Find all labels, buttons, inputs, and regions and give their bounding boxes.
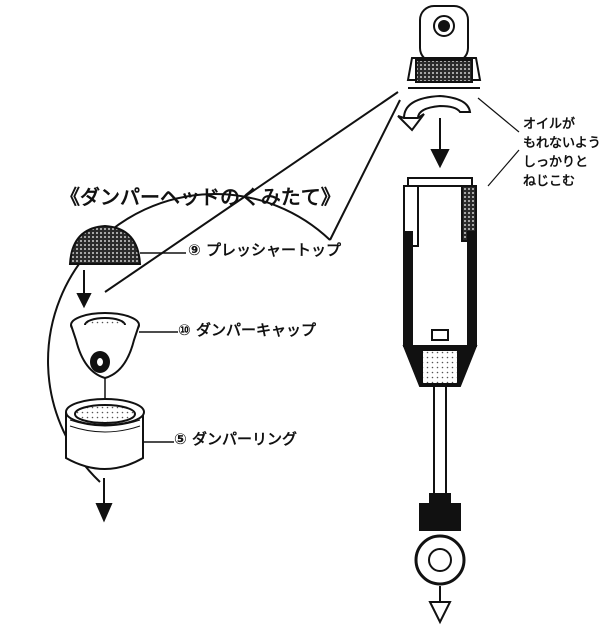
part-label-pressure-top: ⑨ プレッシャートップ <box>188 243 341 258</box>
note-line: しっかりと <box>523 155 589 170</box>
part-number: ⑤ <box>174 430 187 448</box>
screw-rotation-arrow <box>397 94 472 132</box>
shock-body <box>402 177 478 387</box>
part-label-damper-ring: ⑤ ダンパーリング <box>174 432 297 447</box>
note-leader-lines <box>477 97 520 187</box>
pressure-top-detail <box>68 224 186 265</box>
part-label-damper-cap: ⑩ ダンパーキャップ <box>178 323 316 338</box>
instruction-note: オイルが もれないよう しっかりと ねじこむ <box>523 115 601 191</box>
detail-arrow-1 <box>76 270 92 309</box>
bottom-arrow <box>428 586 452 625</box>
assembly-title: 《ダンパーヘッドのくみたて》 <box>60 185 341 209</box>
top-eyelet <box>406 5 482 89</box>
piston-rod <box>429 385 451 505</box>
part-name: ダンパーキャップ <box>195 321 316 339</box>
damper-ring-detail <box>65 398 174 470</box>
part-name: プレッシャートップ <box>205 241 341 259</box>
part-name: ダンパーリング <box>191 430 297 448</box>
note-line: もれないよう <box>523 136 601 151</box>
detail-arrow-2 <box>95 478 113 523</box>
down-arrow-main <box>430 118 450 169</box>
note-line: オイルが <box>523 117 576 132</box>
damper-cap-detail <box>70 312 178 412</box>
part-number: ⑩ <box>178 321 191 339</box>
bottom-eyelet <box>414 503 466 586</box>
note-line: ねじこむ <box>523 174 576 189</box>
part-number: ⑨ <box>188 241 201 259</box>
